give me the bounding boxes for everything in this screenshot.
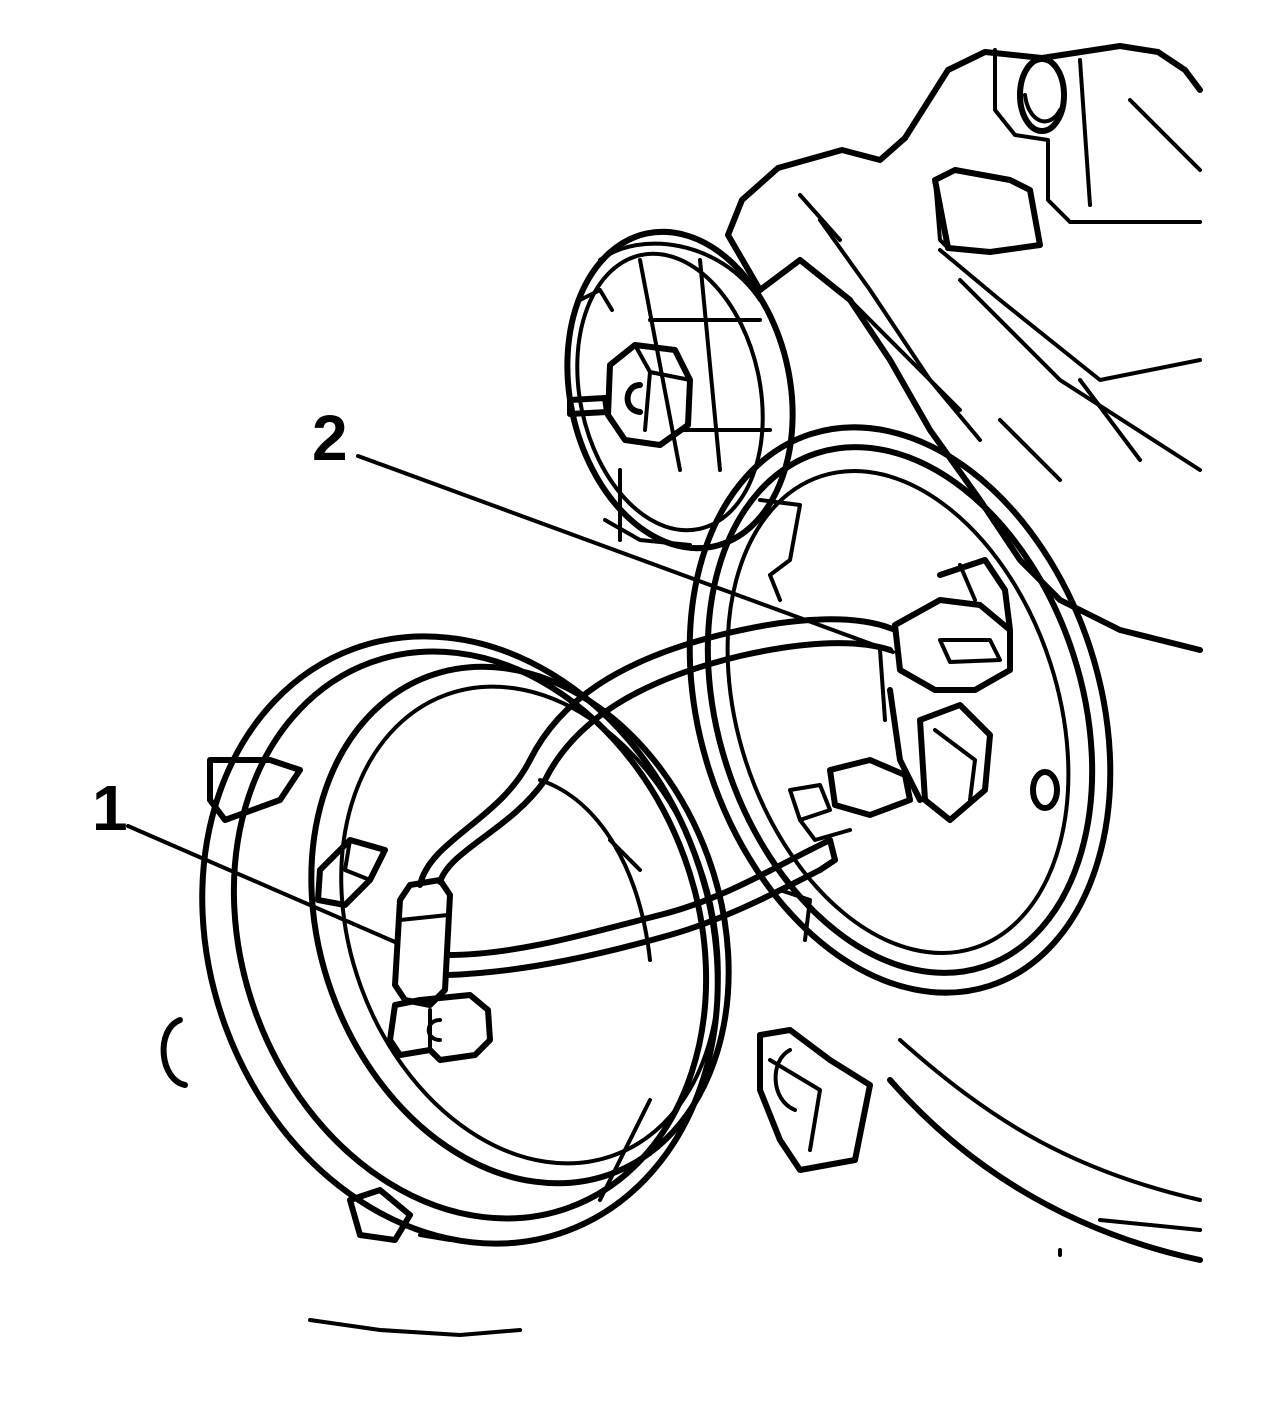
connector-2	[878, 557, 1013, 823]
engine-block	[725, 43, 1203, 1263]
right-housing	[686, 424, 1114, 1173]
callout-label-2: 2	[312, 402, 348, 474]
callout-label-1: 1	[92, 772, 128, 844]
bracket	[788, 757, 913, 842]
wiring-harness	[417, 616, 898, 978]
callout-leaders	[126, 454, 895, 944]
callout-labels: 1 2	[92, 402, 348, 844]
leader-line-1	[126, 824, 397, 944]
connector-1	[387, 877, 493, 1063]
leader-line-2	[356, 454, 895, 654]
tensioner-pulley	[564, 228, 796, 552]
left-ring-assembly	[160, 633, 732, 1337]
